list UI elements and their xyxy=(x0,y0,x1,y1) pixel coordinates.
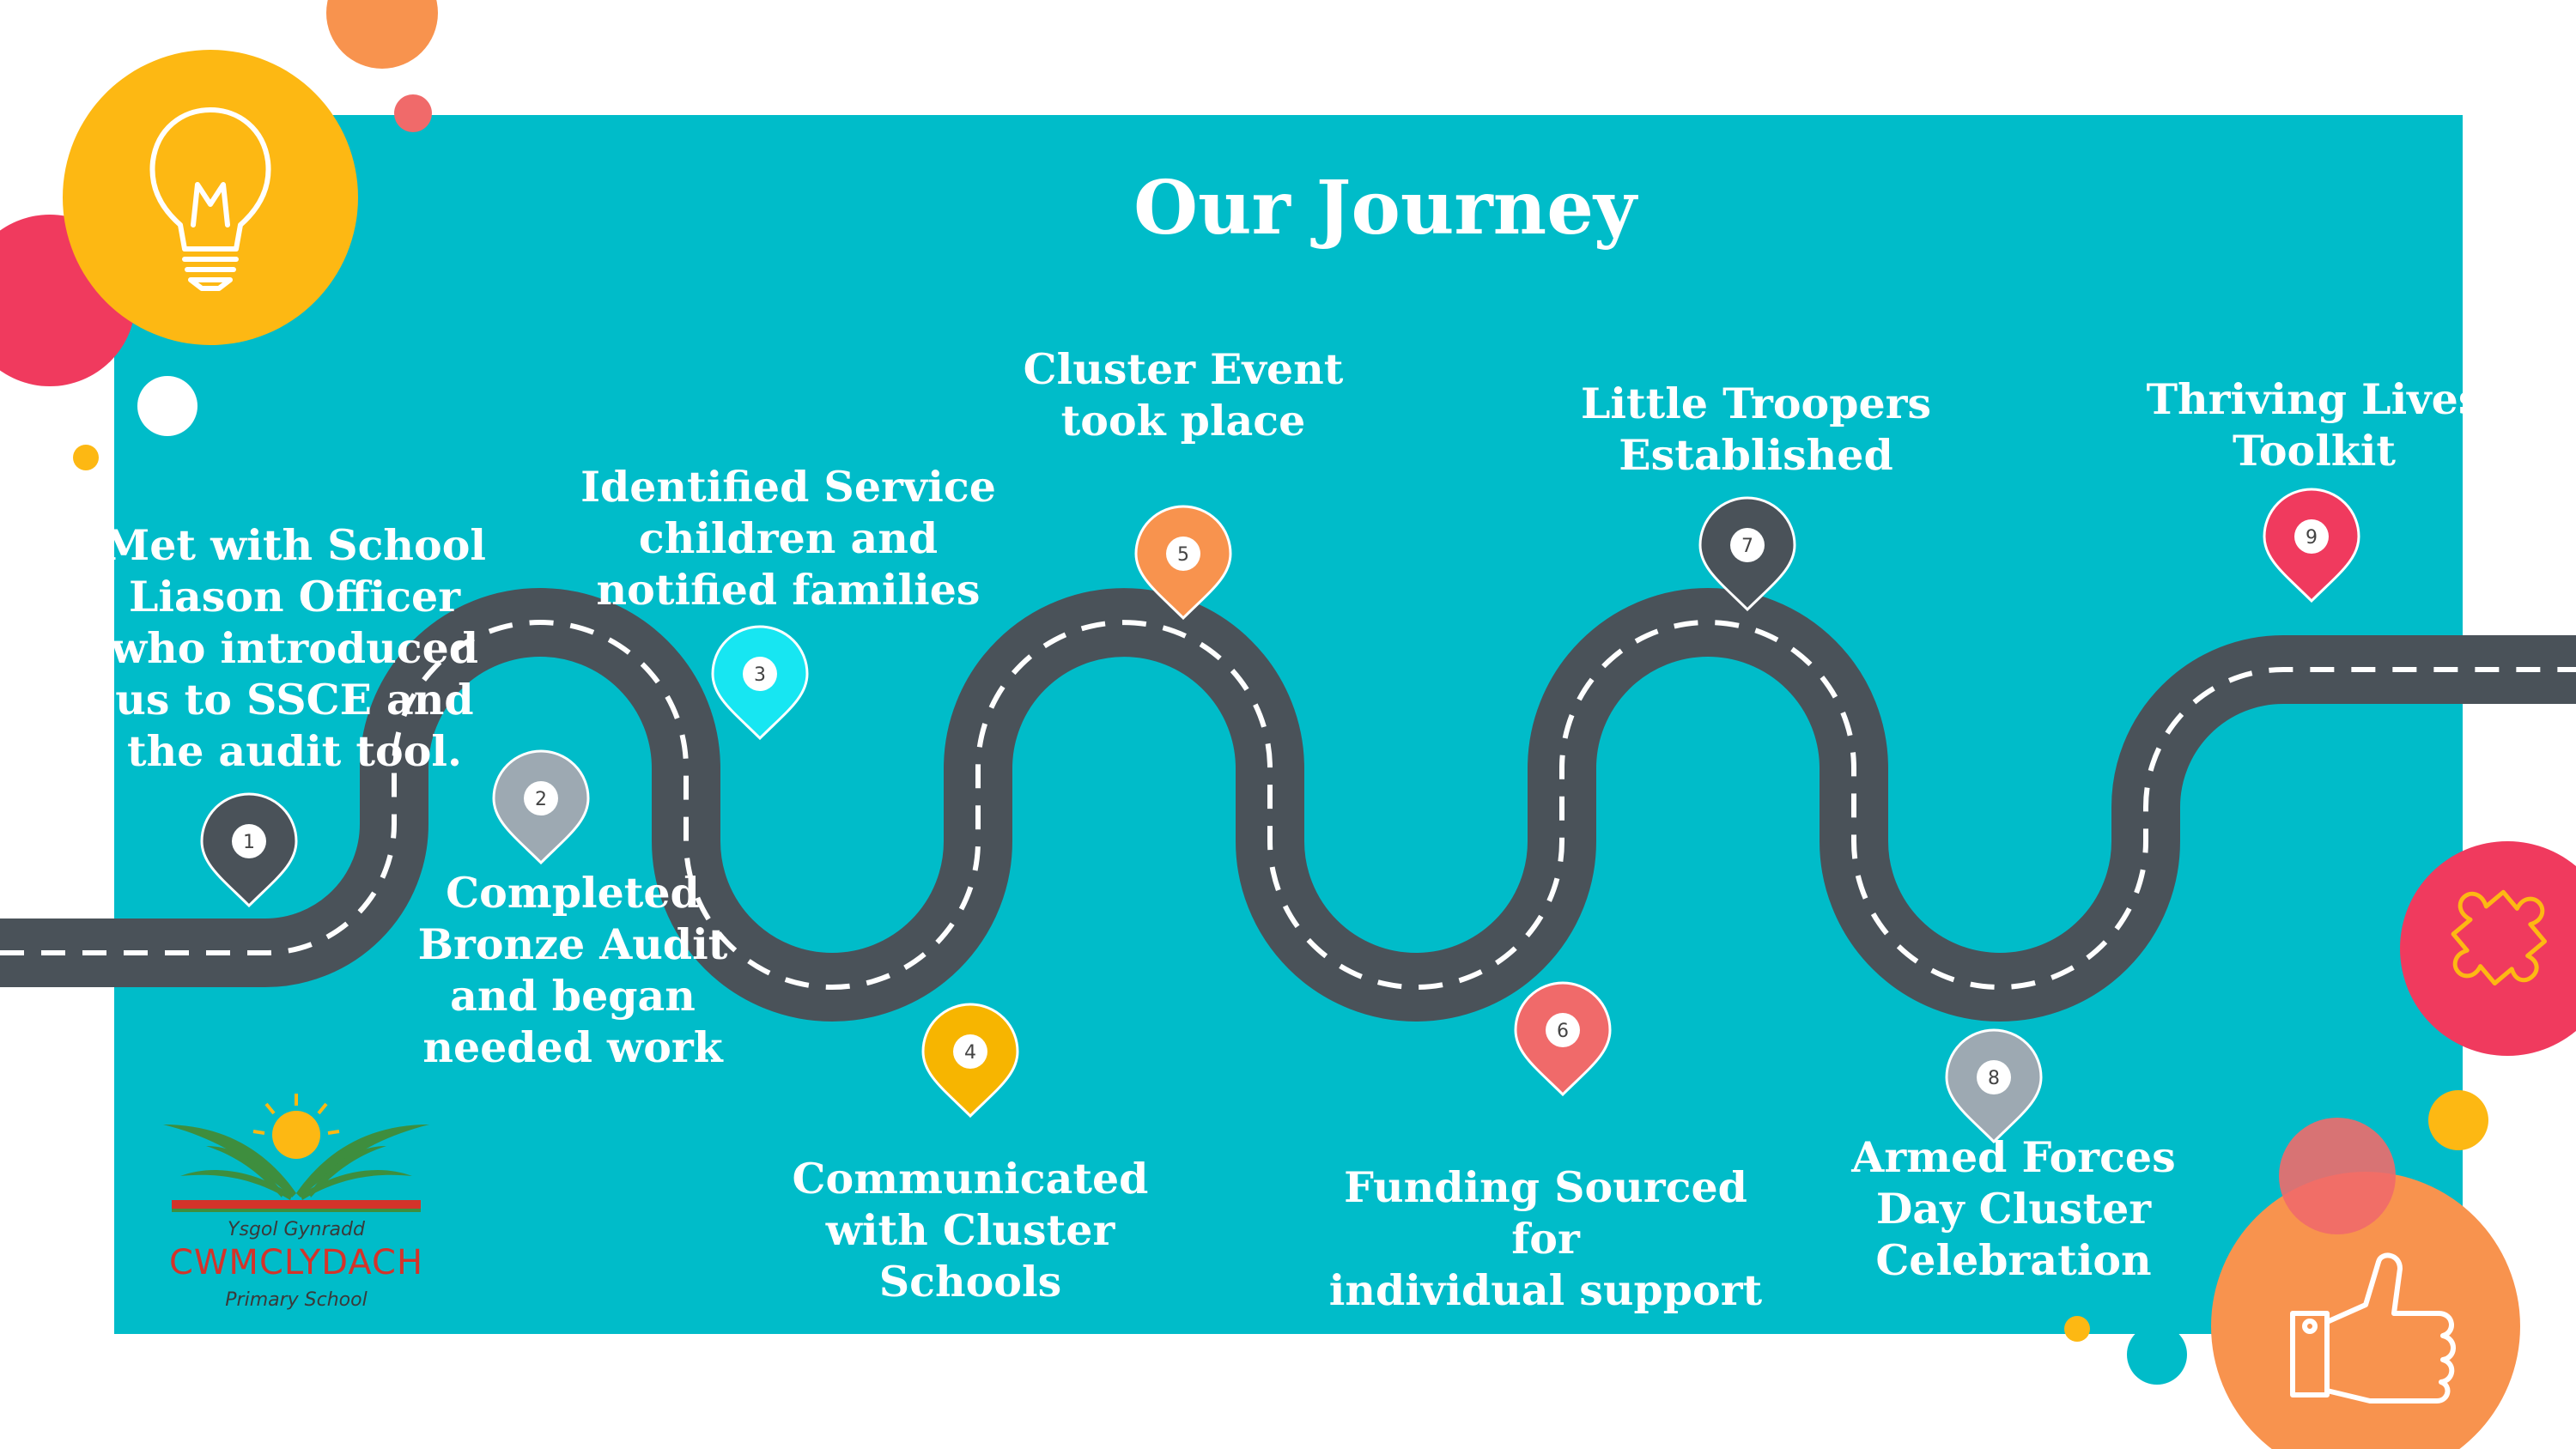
deco-circle xyxy=(326,0,438,69)
marker-badge xyxy=(953,1034,987,1069)
deco-circle xyxy=(2064,1316,2090,1342)
milestone-label-8: Armed Forces Day Cluster Celebration xyxy=(1851,1132,2176,1285)
milestone-marker-6: 6 xyxy=(1514,981,1612,1097)
marker-number: 7 xyxy=(1741,536,1753,557)
palm-sun-emblem xyxy=(163,1094,429,1212)
milestone-label-1: Met with School Liason Officer who intro… xyxy=(102,520,487,776)
milestone-label-6: Funding Sourced for individual support xyxy=(1328,1162,1763,1315)
logo-line-1: Ysgol Gynradd xyxy=(228,1219,365,1240)
milestone-label-5: Cluster Event took place xyxy=(1023,344,1344,446)
marker-number: 3 xyxy=(754,664,766,686)
milestone-label-3: Identified Service children and notified… xyxy=(580,462,996,615)
puzzle-icon xyxy=(2451,889,2548,986)
lightbulb-icon xyxy=(149,107,271,291)
milestone-marker-2: 2 xyxy=(492,749,590,865)
milestone-label-9: Thriving Lives Toolkit xyxy=(2146,374,2482,476)
logo-line-3: Primary School xyxy=(225,1289,368,1311)
milestone-label-7: Little Troopers Established xyxy=(1580,379,1932,480)
marker-number: 2 xyxy=(535,789,547,810)
marker-badge xyxy=(1546,1013,1580,1047)
milestone-marker-1: 1 xyxy=(200,792,298,908)
marker-badge xyxy=(2294,519,2329,554)
deco-circle xyxy=(2428,1090,2488,1150)
thumbs-up-icon xyxy=(2290,1252,2456,1404)
marker-number: 6 xyxy=(1557,1021,1569,1042)
school-logo: Ysgol Gynradd CWMCLYDACH Primary School xyxy=(155,1090,438,1322)
milestone-label-4: Communicated with Cluster Schools xyxy=(792,1154,1149,1307)
deco-circle xyxy=(2279,1118,2396,1234)
deco-circle xyxy=(73,445,99,470)
deco-circle xyxy=(2127,1325,2187,1385)
marker-number: 4 xyxy=(964,1042,976,1064)
marker-number: 5 xyxy=(1177,544,1189,566)
marker-badge xyxy=(524,781,558,815)
marker-badge xyxy=(743,657,777,691)
milestone-marker-5: 5 xyxy=(1134,505,1232,621)
page-title: Our Journey xyxy=(1133,165,1637,252)
marker-number: 9 xyxy=(2306,527,2318,549)
milestone-label-2: Completed Bronze Audit and began needed … xyxy=(417,868,728,1072)
marker-badge xyxy=(1730,528,1765,562)
milestone-marker-3: 3 xyxy=(711,625,809,741)
milestone-marker-9: 9 xyxy=(2263,488,2360,603)
milestone-marker-4: 4 xyxy=(921,1003,1019,1119)
marker-badge xyxy=(1166,537,1200,571)
deco-circle xyxy=(63,50,358,345)
marker-badge xyxy=(232,824,266,858)
milestone-marker-8: 8 xyxy=(1945,1028,2043,1144)
marker-number: 1 xyxy=(243,832,255,853)
logo-line-2: CWMCLYDACH xyxy=(168,1243,424,1282)
marker-number: 8 xyxy=(1988,1068,2000,1089)
road-center-line xyxy=(0,620,2576,990)
deco-circle xyxy=(137,376,197,436)
deco-circle xyxy=(394,94,432,132)
deco-circle xyxy=(2400,841,2576,1056)
marker-badge xyxy=(1977,1060,2011,1094)
milestone-marker-7: 7 xyxy=(1698,496,1796,612)
